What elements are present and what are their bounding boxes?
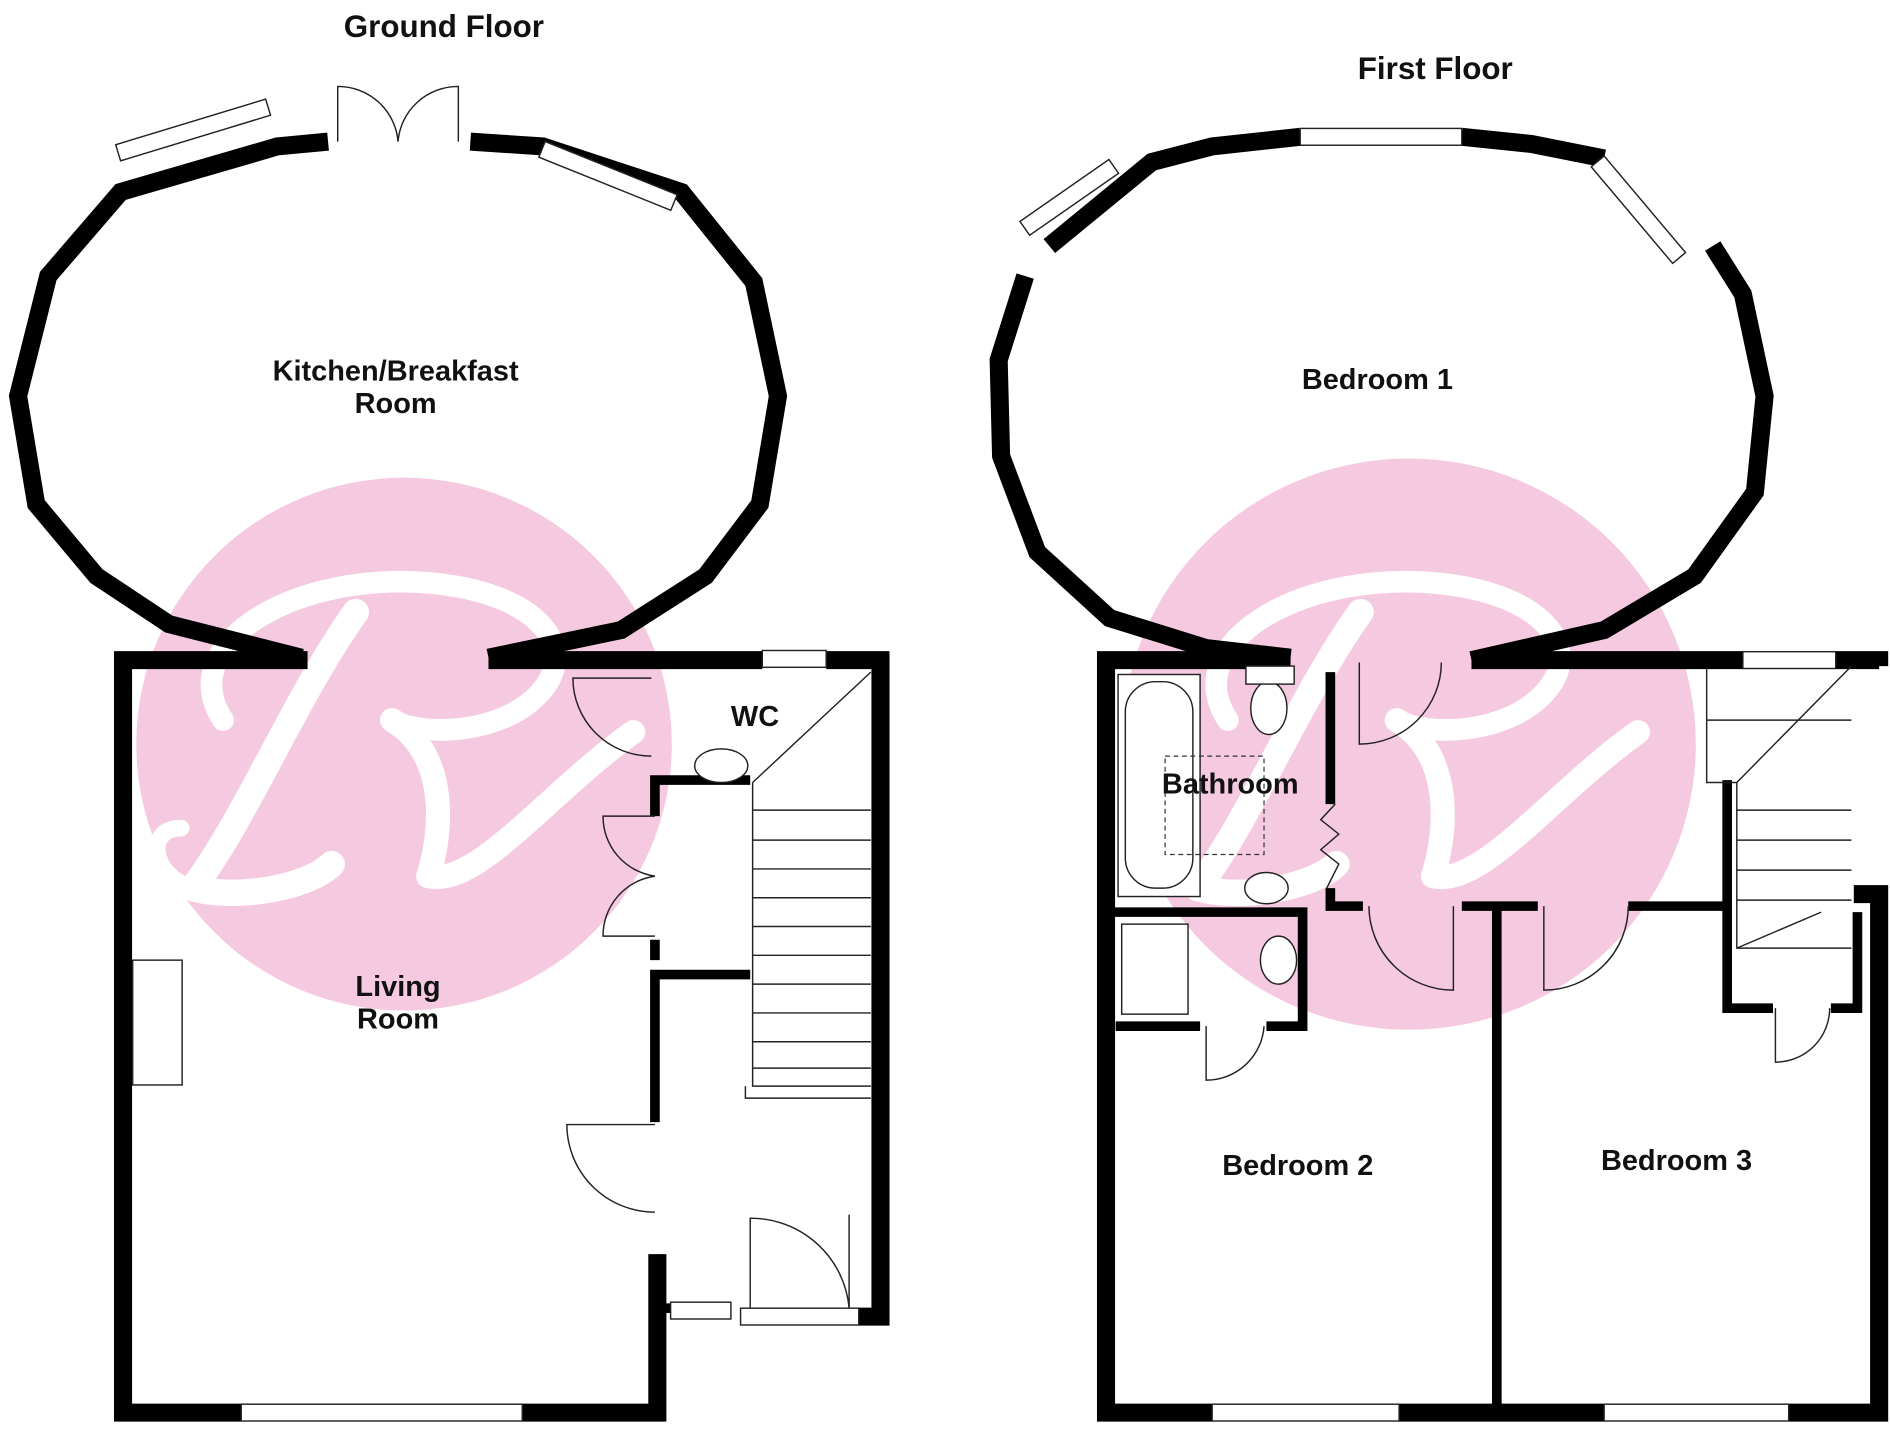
ground-floor-plan: Ground Floor Kitchen/Breakfast Room Livi… bbox=[8, 9, 890, 1422]
ground-floor-title: Ground Floor bbox=[344, 9, 544, 44]
room-label-living: Living bbox=[355, 971, 440, 1003]
room-label-kitchen: Kitchen/Breakfast bbox=[273, 356, 519, 388]
room-label-kitchen-2: Room bbox=[355, 388, 437, 420]
watermark-logo-ground bbox=[136, 477, 672, 1011]
room-label-bathroom: Bathroom bbox=[1162, 768, 1299, 800]
first-floor-plan: First Floor Bedroom 1 Bathroom Bedroom 2… bbox=[989, 51, 1889, 1422]
wc-basin-icon bbox=[694, 748, 749, 784]
basin-icon bbox=[1243, 871, 1289, 905]
room-label-wc: WC bbox=[731, 701, 779, 733]
first-staircase bbox=[1705, 665, 1852, 949]
shower-icon bbox=[1120, 923, 1189, 1015]
room-label-bedroom-1: Bedroom 1 bbox=[1302, 364, 1453, 396]
first-floor-title: First Floor bbox=[1358, 51, 1513, 86]
toilet-icon bbox=[1250, 680, 1288, 736]
room-label-bedroom-3: Bedroom 3 bbox=[1601, 1145, 1752, 1177]
watermark-logo-first bbox=[1121, 458, 1696, 1030]
ground-staircase bbox=[744, 671, 872, 1099]
room-label-bedroom-2: Bedroom 2 bbox=[1222, 1150, 1373, 1182]
room-label-living-2: Room bbox=[357, 1004, 439, 1036]
